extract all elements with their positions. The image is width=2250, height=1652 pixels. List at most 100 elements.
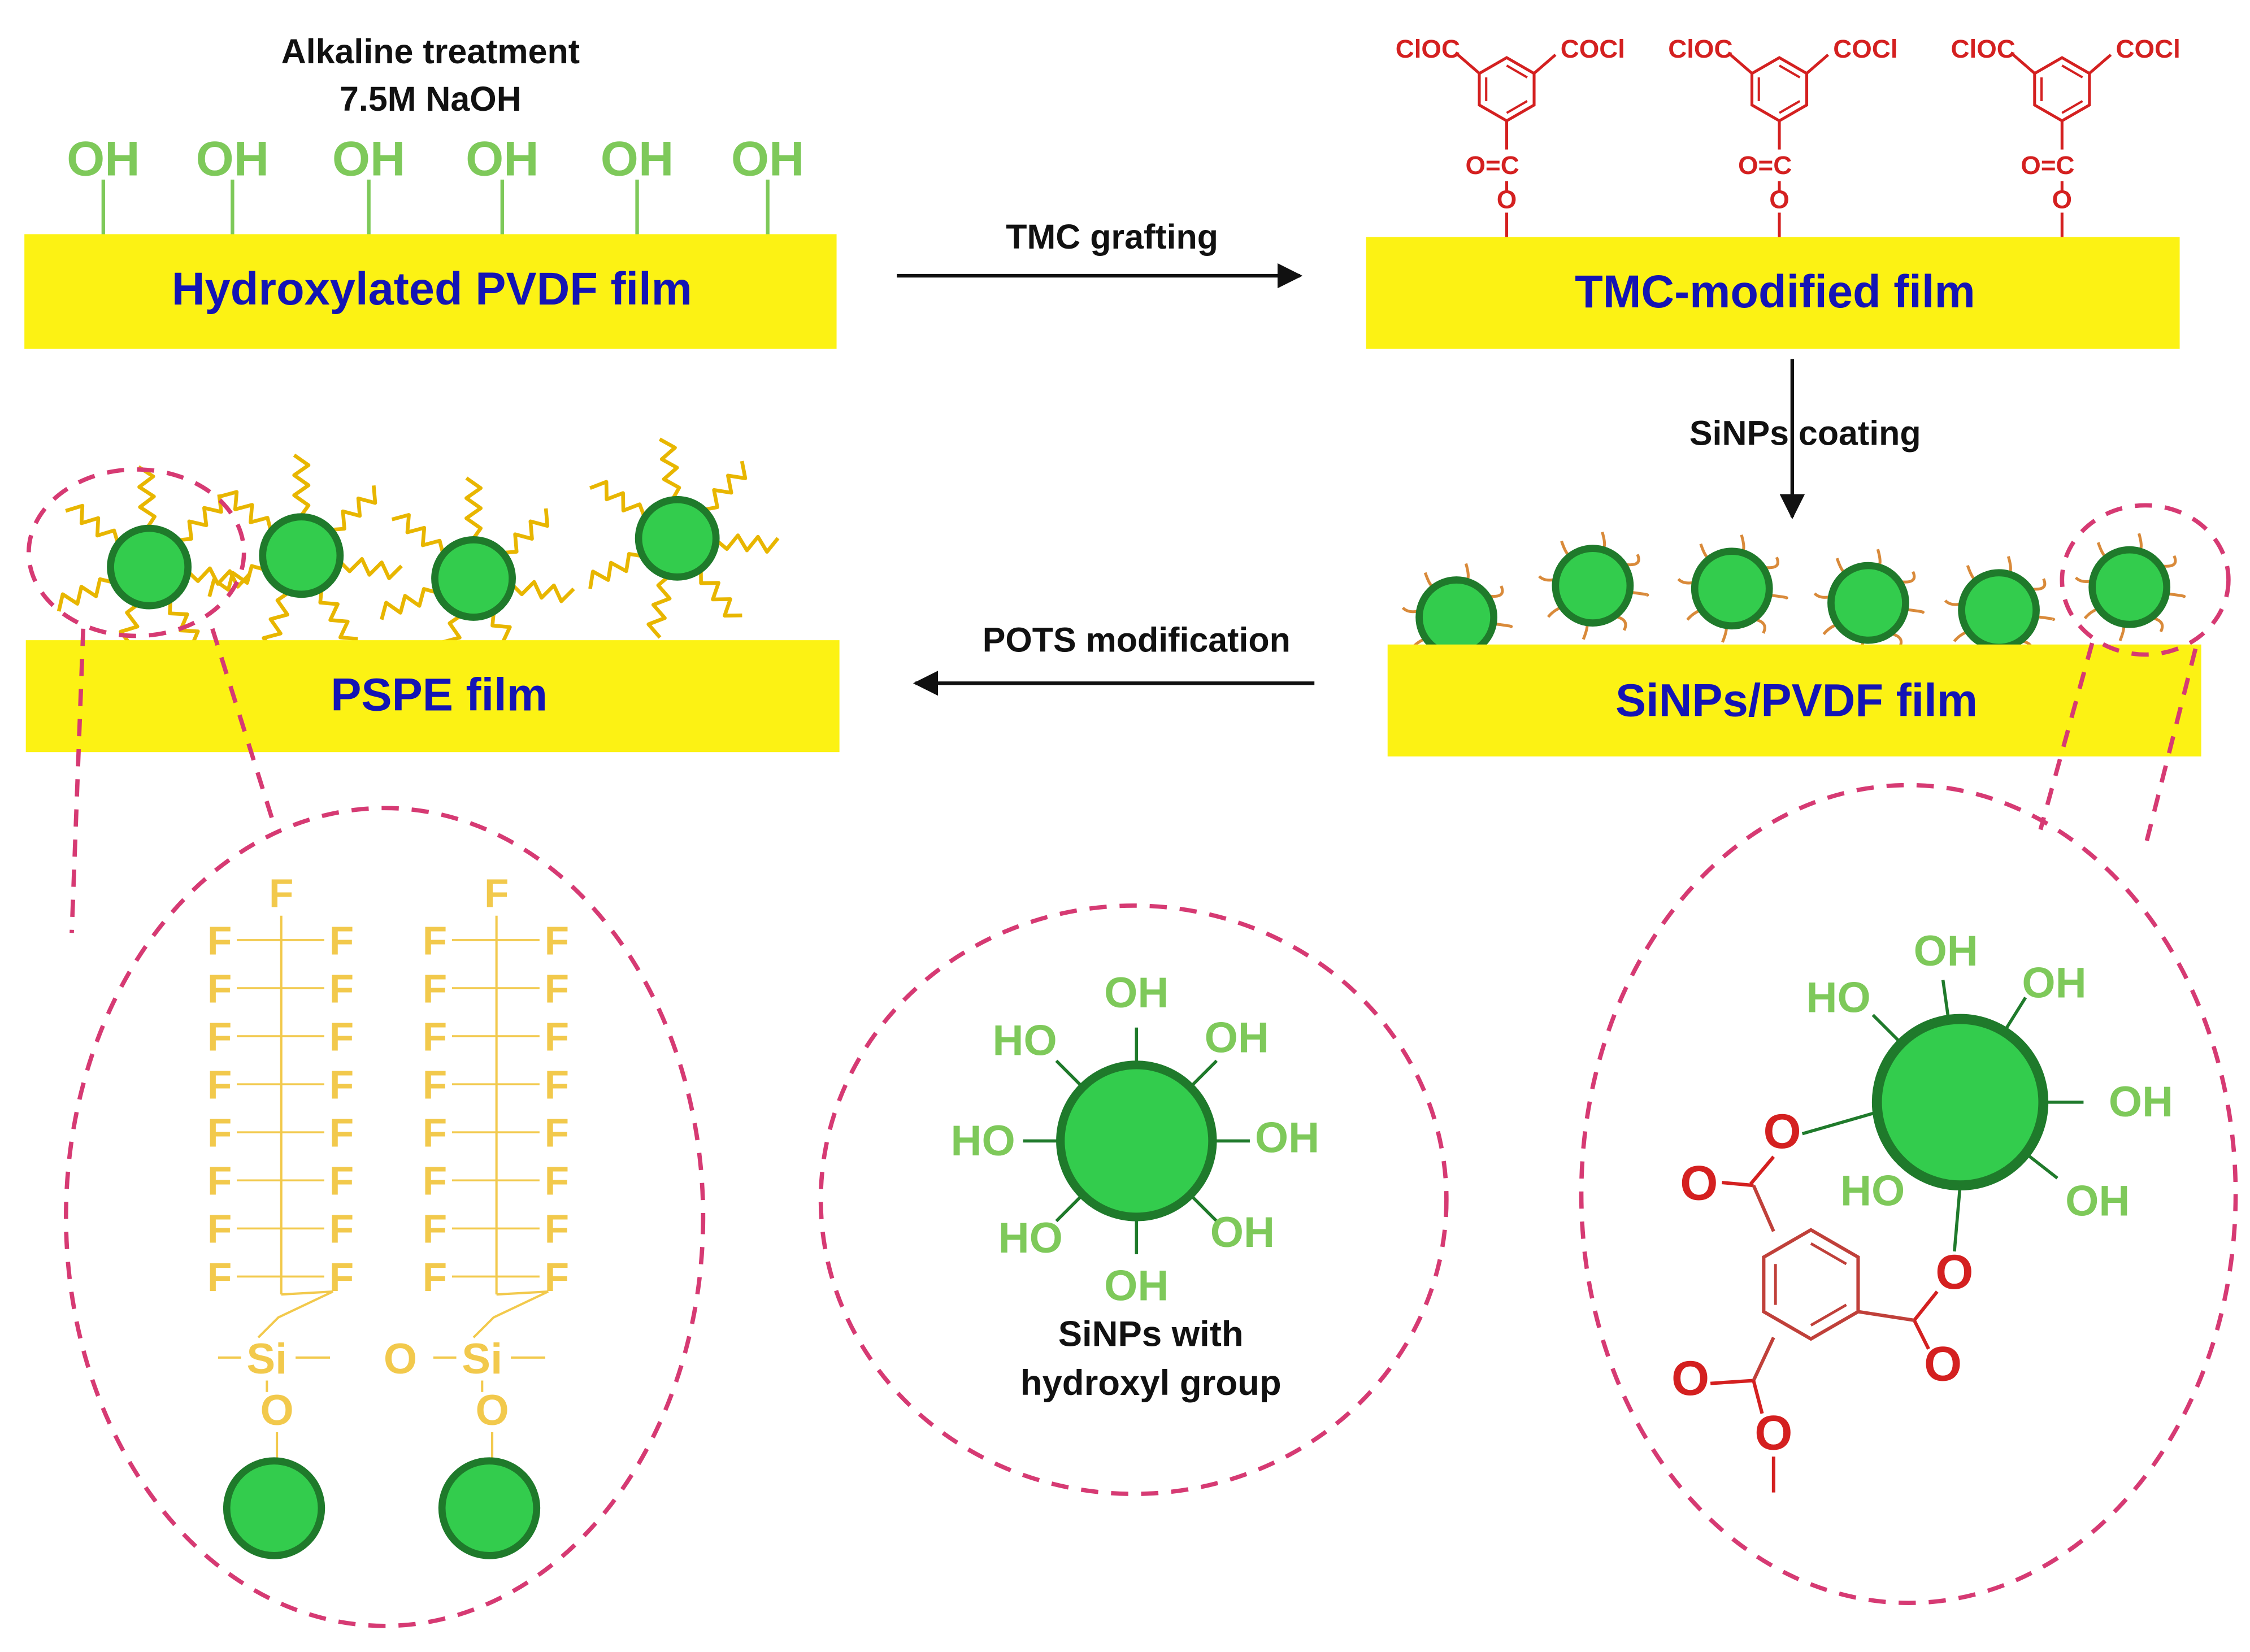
acyl-chloride-label: ClOC: [1396, 34, 1460, 63]
fluorine-label: F: [207, 1063, 232, 1108]
hydroxyl-group-label: OH: [2065, 1177, 2130, 1225]
carbonyl-oxygen-label: O: [1924, 1337, 1962, 1392]
tmc-modified-film: [1366, 237, 2180, 349]
hydroxyl-bond: [1189, 1193, 1218, 1223]
hydroxyl-group-label: OH: [1104, 969, 1169, 1017]
ester-bond: [1752, 1380, 1764, 1414]
fluorine-label: F: [545, 1207, 569, 1252]
aromatic-bond: [1779, 64, 1801, 79]
silica-particle: [431, 536, 516, 621]
hydroxyl-bond: [2025, 1152, 2058, 1180]
fluorinated-particle: [207, 453, 403, 654]
carbonyl-label: O=C: [2021, 151, 2074, 180]
pspe-zoom-ellipse: [64, 806, 706, 1628]
fluorinated-particles: [57, 437, 780, 677]
fluoro-chain: [219, 490, 273, 531]
coated-silica-nanoparticles: [1401, 531, 2186, 672]
benzene-ring-icon: [1750, 56, 1809, 123]
arrow-sinps-coating: SiNPs coating: [1689, 359, 1921, 520]
fluoro-chain: [699, 571, 742, 618]
aromatic-bond: [1506, 100, 1528, 114]
silica-particle: [1552, 545, 1634, 627]
fluoro-chain: [339, 557, 403, 580]
sinps-coating-label: SiNPs coating: [1689, 414, 1921, 453]
carbonyl-label: O=C: [1738, 151, 1792, 180]
aromatic-bond: [1810, 1242, 1847, 1266]
silica-particle: [1415, 576, 1498, 658]
fluorine-label: F: [423, 1255, 447, 1300]
hydroxylated-pvdf-film-label: Hydroxylated PVDF film: [172, 263, 692, 315]
silica-particle: [107, 524, 192, 610]
hydroxyl-group-label: OH: [196, 132, 270, 186]
fluorine-label: F: [207, 1159, 232, 1204]
silicon-label: Si: [462, 1335, 502, 1383]
sinps-zoom-connector-inner: [2038, 642, 2095, 831]
coated-particle: [2074, 533, 2186, 642]
fluoro-chain: [589, 480, 646, 517]
bridging-oxygen-label: O: [384, 1335, 417, 1383]
fluorine-label: F: [545, 967, 569, 1011]
silica-particle: [223, 1457, 325, 1559]
fluorine-label: F: [545, 1015, 569, 1059]
pots-modification-label: POTS modification: [983, 620, 1291, 659]
ester-oxygen-label: O: [1763, 1105, 1801, 1159]
silica-particle: [1691, 547, 1773, 630]
hydroxyl-group-label: OH: [1205, 1014, 1269, 1062]
ester-particle-bond: [1801, 1110, 1878, 1136]
aromatic-bond: [1506, 64, 1528, 79]
carbonyl-oxygen-label: O: [1680, 1157, 1718, 1211]
acyl-chloride-label: COCl: [1833, 34, 1897, 63]
tmc-grafting-label: TMC grafting: [1006, 218, 1218, 256]
benzene-ring-icon: [1478, 56, 1536, 123]
carbonyl-oxygen-label: O: [1671, 1351, 1709, 1406]
acyl-bond: [2088, 54, 2112, 75]
fluorine-label: F: [329, 919, 354, 963]
fluoro-chain: [646, 576, 672, 639]
ester-bond: [1913, 1290, 1939, 1321]
hydroxyl-group-label: HO: [1806, 973, 1870, 1021]
aromatic-bond: [2061, 64, 2083, 79]
ring-bond: [1858, 1310, 1915, 1322]
fluorine-label: F: [423, 1159, 447, 1204]
fluorine-label: F: [329, 1207, 354, 1252]
silica-particle: [1827, 562, 1909, 644]
hydroxyl-bond: [1871, 1014, 1902, 1045]
hydroxyl-group-label: OH: [332, 132, 406, 186]
benzene-ring-icon: [2033, 56, 2091, 123]
hydroxylated-pvdf-film: [24, 234, 837, 349]
fluoro-chain: [391, 513, 445, 554]
acyl-chloride-label: COCl: [2116, 34, 2180, 63]
hydroxyl-group-label: HO: [992, 1016, 1057, 1064]
fluoro-chain: [464, 476, 483, 540]
ethyl-linker: [472, 1290, 549, 1338]
hydroxyl-group-label: HO: [998, 1214, 1063, 1262]
sinps-zoom-ellipse: [1579, 782, 2238, 1605]
fluoro-chain: [207, 564, 264, 597]
tmc-modified-film-label: TMC-modified film: [1575, 266, 1975, 318]
siloxane-oxygen-label: O: [475, 1386, 509, 1434]
naoh-concentration-label: 7.5M NaOH: [340, 80, 522, 118]
fluorine-label: F: [423, 1063, 447, 1108]
fluorine-label: F: [545, 1255, 569, 1300]
fluorinated-particle: [588, 437, 780, 639]
fluorine-label: F: [329, 967, 354, 1011]
fluoro-chain: [57, 577, 112, 612]
coated-particle: [1813, 549, 1925, 658]
fluorine-label: F: [545, 1111, 569, 1156]
alkaline-treatment-label: Alkaline treatment: [281, 32, 580, 71]
hydroxyl-bond: [1189, 1059, 1218, 1089]
fluoro-chain: [318, 590, 358, 641]
stage-pspe: PSPE film: [25, 437, 840, 753]
hydroxyl-group-label: OH: [1255, 1114, 1319, 1162]
hydroxyl-bond: [1055, 1193, 1084, 1223]
fluorine-label: F: [329, 1111, 354, 1156]
fluorine-label: F: [207, 967, 232, 1011]
fluoro-chain: [504, 508, 550, 555]
fluorine-label: F: [423, 1015, 447, 1059]
fluoro-chain: [588, 552, 642, 589]
